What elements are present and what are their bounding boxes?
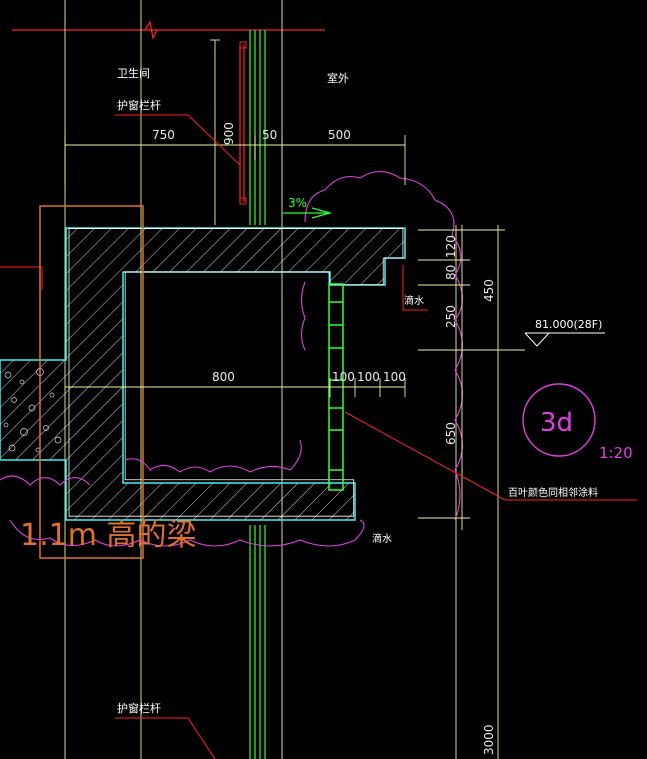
dim-500: 500 xyxy=(328,128,351,142)
revision-cloud xyxy=(0,170,464,547)
window-guard-railing xyxy=(239,41,247,205)
dim-800: 800 xyxy=(212,370,235,384)
dim-900: 900 xyxy=(222,122,236,145)
concrete-section xyxy=(0,227,406,521)
leader-lines xyxy=(115,114,637,759)
label-beam-note: 1.1m 高的梁 xyxy=(20,518,196,553)
dim-650: 650 xyxy=(444,422,458,445)
dim-450: 450 xyxy=(482,279,496,302)
dim-3000: 3000 xyxy=(482,724,496,755)
label-louver-note: 百叶颜色同相邻涂料 xyxy=(508,486,598,499)
label-detail-id: 3d xyxy=(540,408,573,438)
right-dimension-lines xyxy=(418,225,525,530)
label-detail-scale: 1:20 xyxy=(599,444,633,462)
dim-100-a: 100 xyxy=(332,370,355,384)
label-slope: 3% xyxy=(288,196,307,210)
dim-250: 250 xyxy=(444,305,458,328)
label-window-guard-bottom: 护窗栏杆 xyxy=(117,701,161,715)
slope-arrow xyxy=(283,207,333,219)
label-drip-upper: 滴水 xyxy=(404,294,424,307)
inner-dimension-lines xyxy=(65,378,406,397)
detail-circle xyxy=(522,383,596,457)
label-window-guard-top: 护窗栏杆 xyxy=(117,98,161,112)
dim-120: 120 xyxy=(444,235,458,258)
window-frame-lines xyxy=(249,30,266,759)
dim-100-b: 100 xyxy=(357,370,380,384)
label-drip-lower: 滴水 xyxy=(372,532,392,545)
top-red-line xyxy=(12,20,325,40)
label-elevation: 81.000(28F) xyxy=(535,318,602,331)
left-red-marks xyxy=(0,266,43,290)
top-dimension-lines xyxy=(64,39,406,225)
elevation-marker xyxy=(524,332,605,347)
dim-80: 80 xyxy=(444,265,458,280)
label-outdoor: 室外 xyxy=(327,71,349,85)
dim-100-c: 100 xyxy=(383,370,406,384)
label-bathroom: 卫生间 xyxy=(117,66,150,80)
dim-750: 750 xyxy=(152,128,175,142)
dim-50: 50 xyxy=(262,128,277,142)
beam-outline xyxy=(39,205,144,559)
vertical-guide-lines xyxy=(64,0,499,759)
